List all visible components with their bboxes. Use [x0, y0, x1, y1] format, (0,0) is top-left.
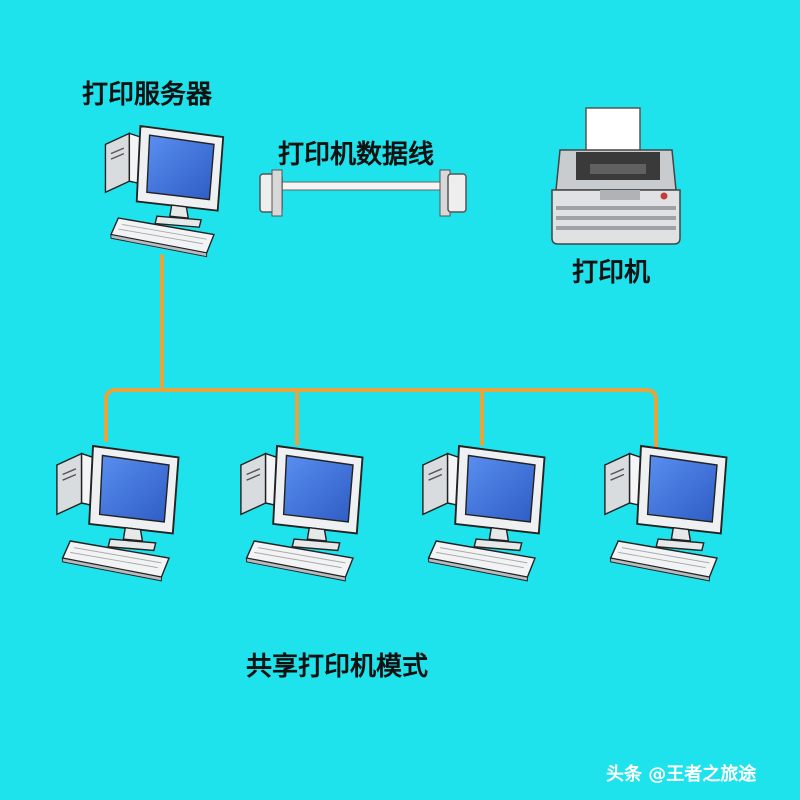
client-computer-2-icon — [239, 445, 364, 582]
client-computer-1-icon — [55, 445, 180, 582]
watermark: 头条 @王者之旅途 — [606, 764, 757, 785]
diagram-caption: 共享打印机模式 — [246, 652, 429, 682]
printer-label: 打印机 — [572, 258, 651, 288]
bus-line — [104, 388, 658, 452]
print-server-computer-icon — [104, 125, 225, 258]
printer-cable-label: 打印机数据线 — [278, 140, 435, 170]
print-server-label: 打印服务器 — [82, 80, 213, 110]
printer-cable-icon — [259, 169, 467, 217]
network-lines — [104, 254, 658, 452]
client-computer-3-icon — [421, 445, 546, 582]
printer-icon — [551, 107, 681, 245]
client-computer-4-icon — [603, 445, 728, 582]
